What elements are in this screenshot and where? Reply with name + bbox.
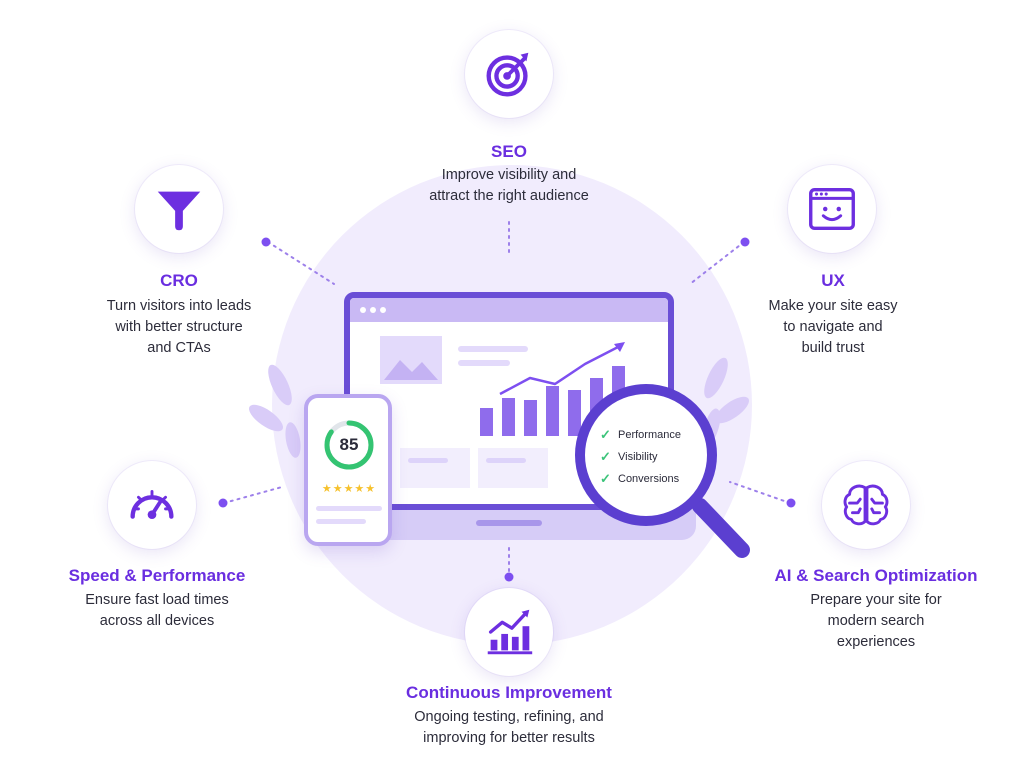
screen-trend-arrow xyxy=(499,344,621,396)
checklist-item: ✓ Performance xyxy=(600,424,708,446)
checklist-item: ✓ Visibility xyxy=(600,446,708,468)
connector-dot-continuous xyxy=(504,572,514,582)
checklist-label: Visibility xyxy=(618,451,658,463)
checklist-label: Conversions xyxy=(618,473,680,485)
leaf-decoration-left xyxy=(248,364,301,458)
check-icon: ✓ xyxy=(600,449,611,464)
speed-description: Ensure fast load times across all device… xyxy=(37,590,277,632)
speed-desc-line: Ensure fast load times xyxy=(85,592,229,608)
phone-text-line xyxy=(316,506,382,511)
cro-title: CRO xyxy=(160,271,198,290)
cro-icon-circle xyxy=(135,165,223,253)
ai-desc-line: Prepare your site for xyxy=(810,592,942,608)
continuous-description: Ongoing testing, refining, and improving… xyxy=(369,707,649,749)
seo-description: Improve visibility and attract the right… xyxy=(384,165,634,207)
speedometer-icon xyxy=(130,490,174,520)
connector-dot-ux xyxy=(740,237,750,247)
browser-bar xyxy=(350,298,668,322)
phone-text-line xyxy=(316,519,366,524)
ux-desc-line: build trust xyxy=(801,340,865,356)
ai-description: Prepare your site for modern search expe… xyxy=(756,590,996,653)
laptop-notch xyxy=(476,520,542,526)
checklist: ✓ Performance ✓ Visibility ✓ Conversions xyxy=(600,424,708,490)
ai-icon-circle xyxy=(822,461,910,549)
rating-stars: ★★★★★ xyxy=(321,483,377,495)
score-ring-progress xyxy=(324,420,374,470)
ai-title: AI & Search Optimization xyxy=(774,566,978,585)
ux-icon-circle xyxy=(788,165,876,253)
magnifier-handle xyxy=(692,498,750,558)
connector-dot-ai xyxy=(786,498,796,508)
placeholder-text-line xyxy=(408,458,448,463)
magnifier-lens xyxy=(575,384,717,526)
continuous-desc-line: Ongoing testing, refining, and xyxy=(414,709,604,725)
checklist-item: ✓ Conversions xyxy=(600,468,708,490)
check-icon: ✓ xyxy=(600,427,611,442)
ai-desc-line: modern search xyxy=(827,613,925,629)
cro-desc-line: with better structure xyxy=(115,319,243,335)
browser-dot xyxy=(360,307,366,313)
continuous-icon-circle xyxy=(465,588,553,676)
browser-dot xyxy=(380,307,386,313)
continuous-title: Continuous Improvement xyxy=(406,683,612,702)
placeholder-text-line xyxy=(458,346,528,352)
placeholder-text-line xyxy=(458,360,510,366)
connector-ux xyxy=(689,241,745,285)
seo-icon-circle xyxy=(465,30,553,118)
target-icon xyxy=(486,52,529,97)
screen-chart-bar xyxy=(480,408,493,436)
ux-desc-line: to navigate and xyxy=(783,319,883,335)
connector-dot-cro xyxy=(261,237,271,247)
ux-desc-line: Make your site easy xyxy=(768,298,898,314)
funnel-icon xyxy=(157,191,201,231)
ux-description: Make your site easy to navigate and buil… xyxy=(713,296,953,359)
seo-title: SEO xyxy=(491,142,527,161)
screen-chart-bar xyxy=(502,398,515,436)
cro-desc-line: Turn visitors into leads xyxy=(106,298,252,314)
seo-desc-line: Improve visibility and xyxy=(441,167,577,183)
cro-description: Turn visitors into leads with better str… xyxy=(59,296,299,359)
screen-chart-bar xyxy=(524,400,537,436)
checklist-label: Performance xyxy=(618,429,681,441)
connector-cro xyxy=(267,241,335,285)
screen-chart-bar xyxy=(546,386,559,436)
screen-card xyxy=(400,448,470,488)
screen-card xyxy=(478,448,548,488)
ai-desc-line: experiences xyxy=(836,634,916,650)
seo-desc-line: attract the right audience xyxy=(429,188,589,204)
screen-chart-bar xyxy=(568,390,581,436)
speed-icon-circle xyxy=(108,461,196,549)
smiley-browser-icon xyxy=(809,187,855,231)
speed-title: Speed & Performance xyxy=(68,566,246,585)
connector-dot-speed xyxy=(218,498,228,508)
performance-score: 85 xyxy=(339,435,359,454)
placeholder-text-line xyxy=(486,458,526,463)
ux-title: UX xyxy=(821,271,845,290)
cro-desc-line: and CTAs xyxy=(147,340,211,356)
browser-dot xyxy=(370,307,376,313)
speed-desc-line: across all devices xyxy=(99,613,215,629)
continuous-desc-line: improving for better results xyxy=(423,730,595,746)
growth-chart-icon xyxy=(487,609,533,655)
connector-speed xyxy=(223,486,283,504)
check-icon: ✓ xyxy=(600,471,611,486)
brain-icon xyxy=(843,484,889,526)
